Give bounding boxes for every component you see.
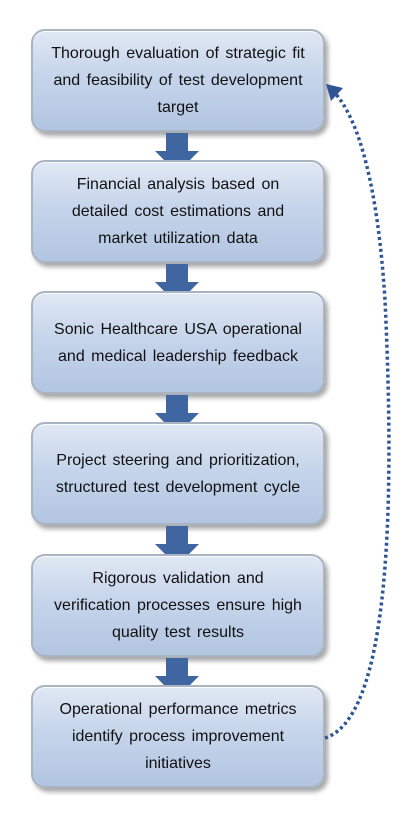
step-project-steering-text: Project steering and prioritization, str… xyxy=(55,451,301,496)
feedback-loop-dotted-line xyxy=(324,90,391,740)
feedback-loop-arrowhead-icon xyxy=(326,84,343,101)
step-evaluation-box: Thorough evaluation of strategic fit and… xyxy=(31,29,325,132)
step-validation-box: Rigorous validation and verification pro… xyxy=(31,554,325,657)
step-financial-analysis-text: Financial analysis based on detailed cos… xyxy=(71,176,285,247)
step-financial-analysis-box: Financial analysis based on detailed cos… xyxy=(31,160,325,263)
step-leadership-feedback-box: Sonic Healthcare USA operational and med… xyxy=(31,291,325,394)
step-project-steering-box: Project steering and prioritization, str… xyxy=(31,422,325,525)
step-leadership-feedback-text: Sonic Healthcare USA operational and med… xyxy=(54,320,302,365)
step-performance-metrics-text: Operational performance metrics identify… xyxy=(59,701,297,772)
step-performance-metrics-box: Operational performance metrics identify… xyxy=(31,685,325,788)
step-evaluation-text: Thorough evaluation of strategic fit and… xyxy=(51,45,305,116)
step-validation-text: Rigorous validation and verification pro… xyxy=(54,570,302,641)
